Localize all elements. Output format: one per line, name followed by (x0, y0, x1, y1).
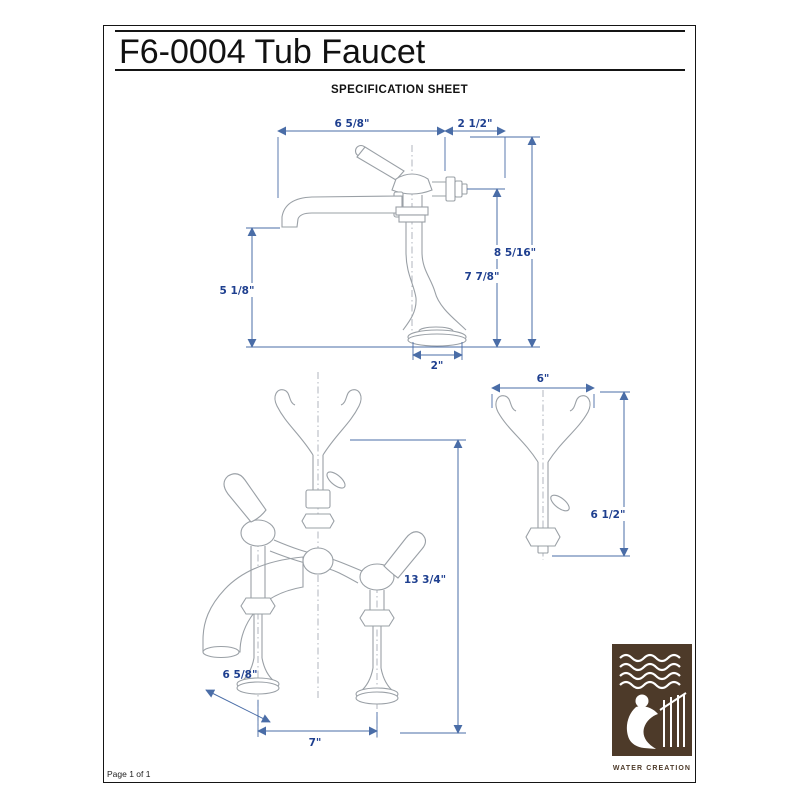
logo-text: WATER CREATION (612, 765, 692, 772)
dim-label-base-width: 2" (431, 360, 444, 372)
dim-label-cradle-height: 6 1/2" (591, 509, 626, 521)
doc-title: F6-0004 Tub Faucet (119, 33, 426, 71)
detail-arm-right (547, 395, 591, 463)
harp-strings-icon (659, 692, 687, 747)
dim-label-handshower-offset: 2 1/2" (458, 118, 493, 130)
detail-hex-nut (525, 527, 561, 547)
dim-label-front-spout-length: 6 5/8" (223, 669, 258, 681)
page-border (103, 25, 696, 783)
lever-handle (356, 146, 405, 181)
center-hub (302, 547, 334, 575)
dim-label-faucet-centers: 7" (309, 737, 322, 749)
stem-hex-nut (301, 513, 335, 529)
doc-subtitle: SPECIFICATION SHEET (330, 84, 469, 96)
page-number: Page 1 of 1 (107, 769, 151, 779)
cradle-detail-drawing (495, 395, 591, 554)
detail-knob (550, 494, 570, 512)
handshower-coupler (445, 176, 456, 202)
right-lever (383, 531, 427, 579)
logo-box (612, 644, 692, 756)
side-view-dimensions: 6 5/8" 2 1/2" 8 5/16" 7 7/8" 5 1/8" 2" (220, 118, 540, 372)
front-view-drawing (202, 389, 427, 705)
dim-label-spout-reach: 6 5/8" (335, 118, 370, 130)
water-creation-logo: WATER CREATION (612, 644, 692, 772)
dim-label-height-to-connector: 7 7/8" (465, 271, 500, 283)
dim-label-front-overall-height: 13 3/4" (404, 574, 446, 586)
cradle-mount-block (305, 489, 331, 509)
side-view-drawing (281, 144, 468, 347)
front-view-dimensions: 13 3/4" 6 5/8" 7" (205, 439, 466, 749)
water-waves-icon (619, 653, 681, 690)
left-lever (223, 473, 267, 523)
title-rule-bottom (115, 69, 685, 71)
cradle-knob (326, 471, 346, 489)
cradle-detail-dimensions: 6" 6 1/2" (491, 373, 630, 557)
dim-label-cradle-width: 6" (537, 373, 550, 385)
title-rule-top (115, 30, 685, 32)
cradle-arm-right (322, 389, 362, 456)
dim-label-deck-to-spout: 5 1/8" (220, 285, 255, 297)
cradle-arm-left (274, 389, 314, 456)
harpist-figure-icon (626, 694, 658, 749)
dim-label-overall-height: 8 5/16" (494, 247, 536, 259)
logo-emblem (612, 644, 692, 756)
spout (281, 195, 403, 228)
right-valve-bonnet (359, 563, 395, 591)
detail-arm-left (495, 395, 539, 463)
left-valve-bonnet (240, 519, 276, 547)
